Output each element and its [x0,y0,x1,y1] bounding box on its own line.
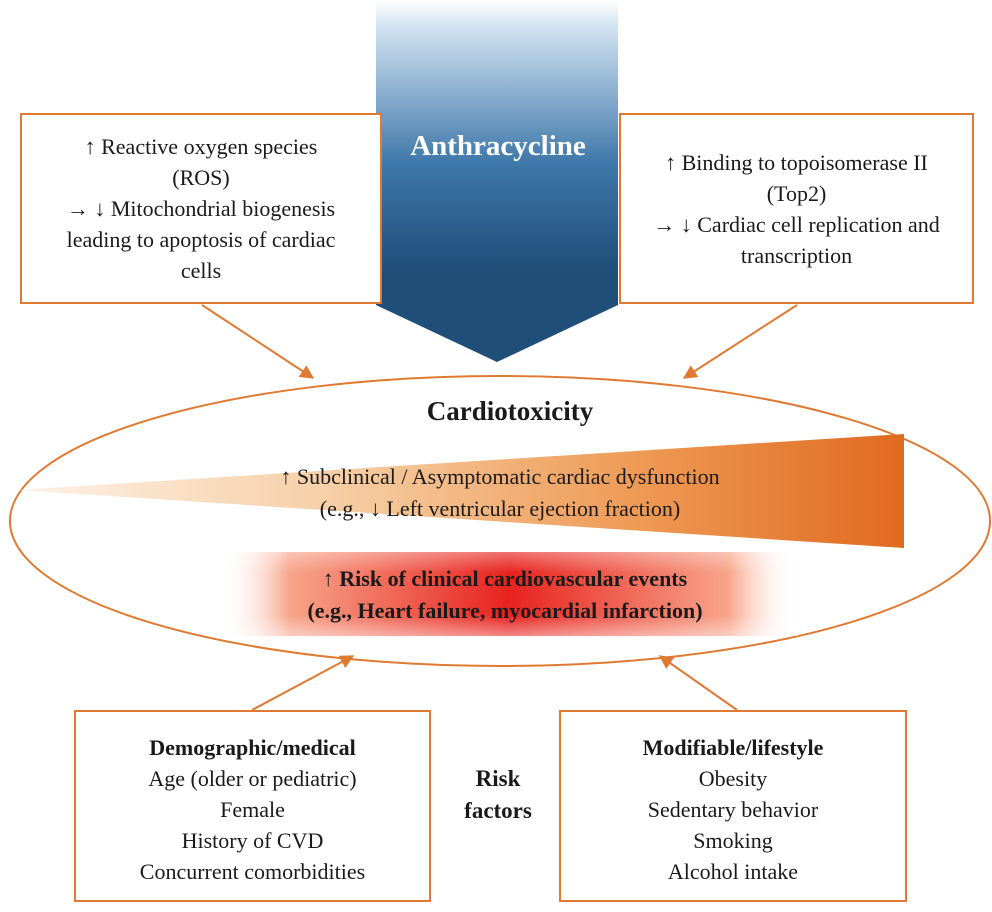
risk-demographic-item: History of CVD [181,828,324,853]
arrow-mechanism-left [201,304,315,379]
arrow-risk-lifestyle [658,655,738,711]
risk-factors-label-line: Risk [475,766,521,791]
subclinical-line: ↑ Subclinical / Asymptomatic cardiac dys… [280,464,720,489]
mechanism-ros-line: cells [180,258,222,283]
mechanism-ros-line: leading to apoptosis of cardiac [66,227,336,252]
clinical-risk-line: (e.g., Heart failure, myocardial infarct… [307,598,703,623]
subclinical-wedge [18,434,904,548]
mechanism-top2-line: transcription [740,242,853,268]
risk-lifestyle-item: Obesity [698,766,768,791]
mechanism-ros-box: ↑ Reactive oxygen species (ROS) → ↓ Mito… [20,113,382,304]
arrow-mechanism-right [682,304,798,379]
risk-factors-label: Risk factors [448,763,548,827]
clinical-risk-band-fade [220,552,798,636]
mechanism-top2-line: → ↓ Cardiac cell replication and [653,211,940,237]
risk-demographic-heading: Demographic/medical [149,735,356,760]
clinical-risk-line: ↑ Risk of clinical cardiovascular events [322,566,688,591]
risk-lifestyle-item: Smoking [693,828,773,853]
subclinical-text: ↑ Subclinical / Asymptomatic cardiac dys… [120,461,880,525]
risk-lifestyle-item: Sedentary behavior [647,797,819,822]
risk-demographic-item: Female [220,797,285,822]
cardiotoxicity-title: Cardiotoxicity [426,396,594,426]
mechanism-top2-box: ↑ Binding to topoisomerase II (Top2) → ↓… [619,113,974,304]
arrow-risk-demographic [251,655,355,711]
drug-label: Anthracycline [410,130,586,162]
risk-lifestyle-box: Modifiable/lifestyle Obesity Sedentary b… [559,710,907,902]
risk-demographic-box: Demographic/medical Age (older or pediat… [74,710,431,902]
risk-demographic-item: Concurrent comorbidities [139,859,366,884]
mechanism-ros-line: → ↓ Mitochondrial biogenesis [66,196,336,221]
risk-lifestyle-item: Alcohol intake [667,859,799,884]
mechanism-ros-line: ↑ Reactive oxygen species [84,134,318,159]
clinical-risk-text: ↑ Risk of clinical cardiovascular events… [200,563,810,627]
subclinical-line: (e.g., ↓ Left ventricular ejection fract… [319,496,681,521]
risk-demographic-item: Age (older or pediatric) [148,766,357,791]
risk-lifestyle-heading: Modifiable/lifestyle [642,735,824,760]
mechanism-ros-line: (ROS) [172,165,230,190]
risk-factors-label-line: factors [464,798,532,823]
drug-arrow [376,0,618,362]
mechanism-top2-line: (Top2) [766,180,827,206]
mechanism-top2-line: ↑ Binding to topoisomerase II [665,149,928,175]
